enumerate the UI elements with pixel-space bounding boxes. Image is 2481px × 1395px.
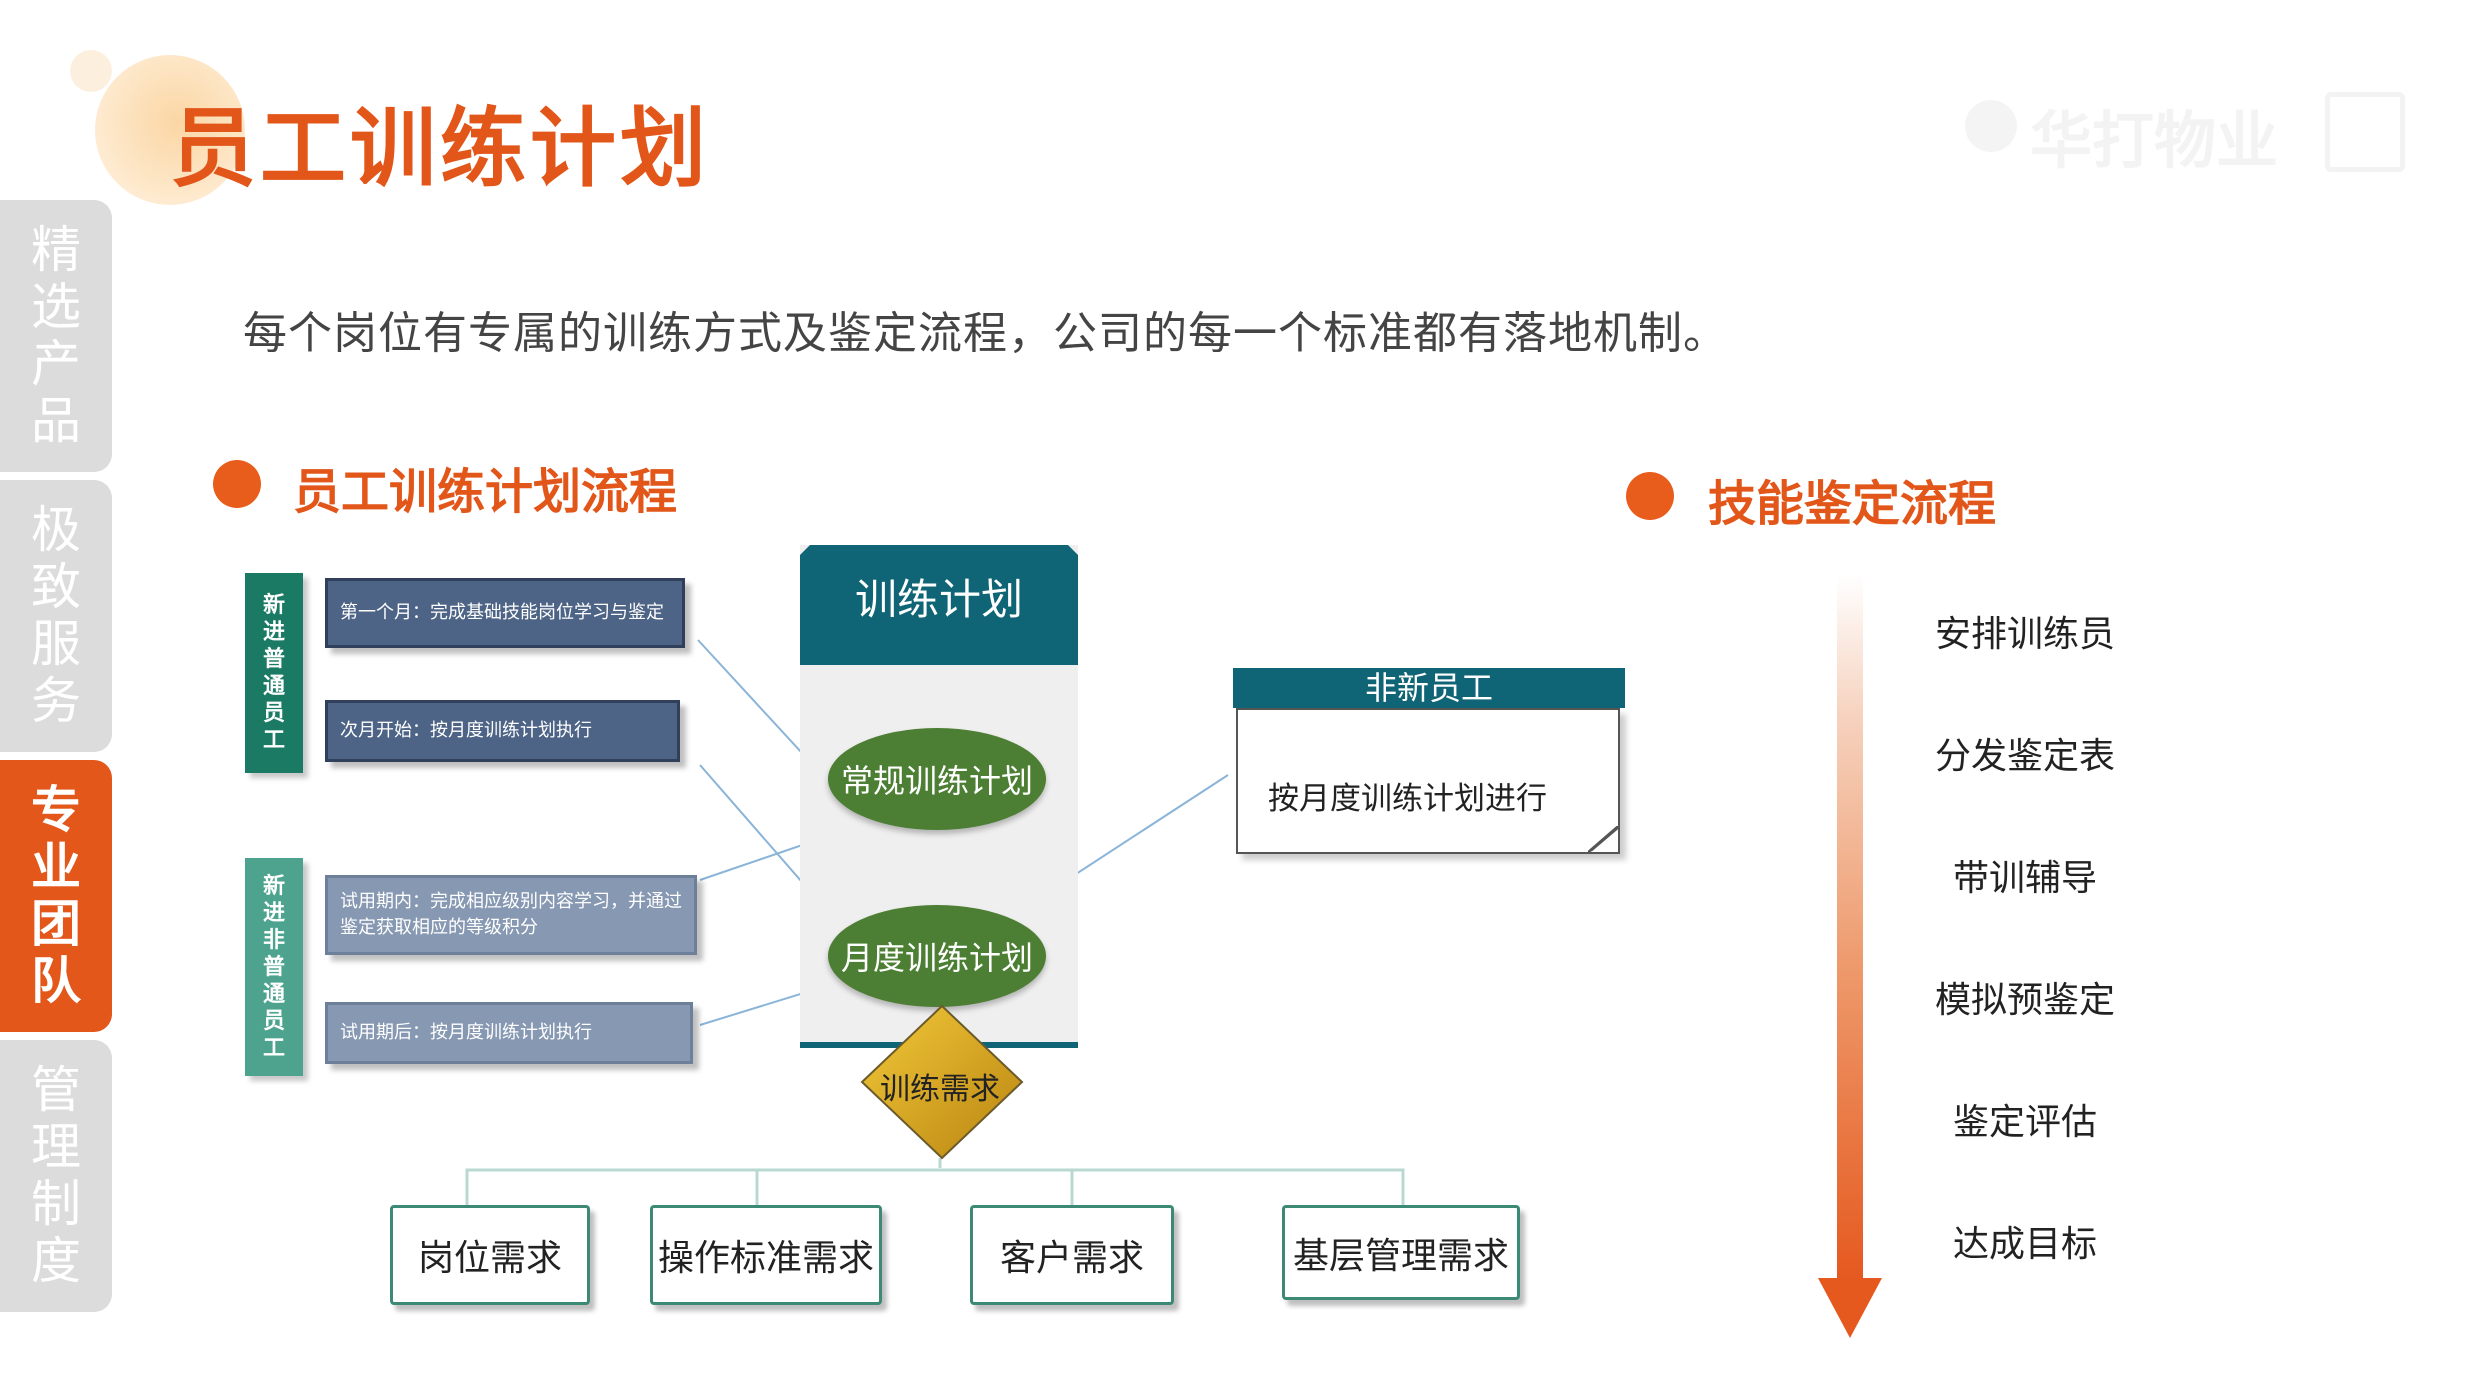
nonnew-text: 按月度训练计划进行 — [1268, 781, 1547, 817]
need-post: 岗位需求 — [390, 1205, 590, 1305]
nav-tab-char: 管 — [31, 1061, 81, 1119]
bullet-dot-icon — [1626, 472, 1674, 520]
nav-tab-char: 专 — [31, 781, 81, 839]
intro-text: 每个岗位有专属的训练方式及鉴定流程，公司的每一个标准都有落地机制。 — [243, 308, 1728, 359]
step-probation: 试用期内：完成相应级别内容学习，并通过鉴定获取相应的等级积分 — [325, 875, 697, 955]
nonnew-box — [1236, 708, 1620, 854]
group-label-char: 工 — [262, 728, 285, 753]
skill-step: 分发鉴定表 — [1934, 736, 2115, 777]
nav-tab-char: 务 — [31, 672, 81, 730]
nav-tab-char: 服 — [31, 615, 81, 673]
watermark: 华打物业 — [2030, 104, 2279, 177]
group-label-new-nonregular: 新 进 非 普 通 员 工 — [245, 858, 303, 1076]
nav-tab-char: 极 — [31, 501, 81, 559]
need-grassroots-management: 基层管理需求 — [1282, 1205, 1520, 1300]
nav-tab-management[interactable]: 管 理 制 度 — [0, 1040, 112, 1312]
nav-tab-char: 产 — [31, 335, 81, 393]
need-operation-standard: 操作标准需求 — [650, 1205, 882, 1305]
nav-tab-char: 度 — [31, 1232, 81, 1290]
plan-header: 训练计划 — [800, 545, 1078, 665]
nonnew-header: 非新员工 — [1233, 668, 1625, 708]
group-label-char: 进 — [262, 900, 285, 926]
nav-tab-char: 品 — [31, 392, 81, 450]
process-arrow-shaft — [1837, 575, 1863, 1285]
group-label-char: 通 — [262, 674, 285, 699]
group-label-char: 普 — [262, 647, 285, 672]
page-title: 员工训练计划 — [170, 99, 710, 199]
skill-step: 模拟预鉴定 — [1934, 980, 2115, 1021]
group-label-new-regular: 新 进 普 通 员 工 — [245, 573, 303, 773]
nav-tab-char: 精 — [31, 221, 81, 279]
group-label-char: 新 — [262, 593, 285, 618]
group-label-char: 通 — [262, 981, 285, 1007]
title-decoration — [95, 55, 245, 205]
monthly-plan-ellipse: 月度训练计划 — [828, 905, 1046, 1007]
nav-tab-char: 业 — [31, 838, 81, 896]
nav-tab-products[interactable]: 精 选 产 品 — [0, 200, 112, 472]
nav-tab-char: 致 — [31, 558, 81, 616]
step-first-month: 第一个月：完成基础技能岗位学习与鉴定 — [325, 578, 685, 648]
group-label-char: 非 — [262, 927, 285, 953]
skill-step: 安排训练员 — [1934, 614, 2115, 655]
tree-line — [465, 1168, 1405, 1205]
nav-tab-team[interactable]: 专 业 团 队 — [0, 760, 112, 1032]
step-after-probation: 试用期后：按月度训练计划执行 — [325, 1002, 693, 1064]
group-label-char: 工 — [262, 1035, 285, 1061]
need-customer: 客户需求 — [970, 1205, 1174, 1305]
skill-heading: 技能鉴定流程 — [1708, 476, 1997, 532]
group-label-char: 员 — [262, 701, 285, 726]
flow-heading: 员工训练计划流程 — [293, 464, 678, 520]
needs-label: 训练需求 — [880, 1072, 1000, 1107]
group-label-char: 新 — [262, 873, 285, 899]
nav-tab-char: 选 — [31, 278, 81, 336]
needs-diamond — [860, 1004, 1024, 1160]
nav-tab-char: 团 — [31, 895, 81, 953]
title-decoration-small — [70, 50, 112, 92]
step-next-month: 次月开始：按月度训练计划执行 — [325, 700, 680, 762]
nav-tab-service[interactable]: 极 致 服 务 — [0, 480, 112, 752]
skill-step: 达成目标 — [1952, 1224, 2097, 1265]
group-label-char: 进 — [262, 620, 285, 645]
skill-step: 鉴定评估 — [1952, 1102, 2097, 1143]
process-arrow-head-icon — [1818, 1278, 1882, 1338]
page-fold-icon — [1588, 826, 1618, 852]
nav-tab-char: 队 — [31, 952, 81, 1010]
regular-plan-ellipse: 常规训练计划 — [828, 728, 1046, 830]
watermark-logo-icon — [1965, 100, 2017, 152]
nav-tab-char: 制 — [31, 1175, 81, 1233]
nav-tab-char: 理 — [31, 1118, 81, 1176]
watermark-seal-icon — [2325, 92, 2405, 172]
bullet-dot-icon — [213, 460, 261, 508]
skill-step: 带训辅导 — [1952, 858, 2097, 899]
group-label-char: 普 — [262, 954, 285, 980]
group-label-char: 员 — [262, 1008, 285, 1034]
